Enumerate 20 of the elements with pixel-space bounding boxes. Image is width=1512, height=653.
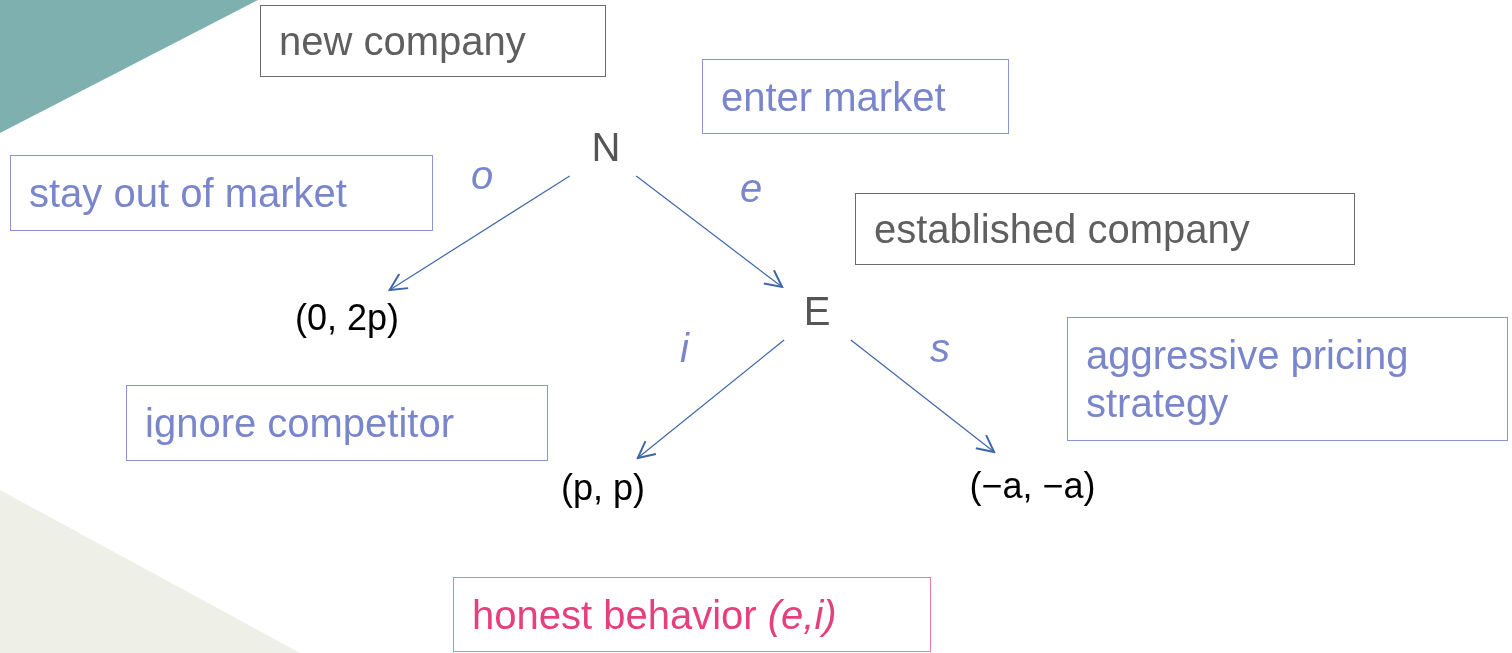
label-box: aggressive pricing strategy — [1067, 317, 1508, 441]
label-box: new company — [260, 5, 606, 77]
label-box: enter market — [702, 59, 1009, 134]
payoff-label: (p, p) — [561, 465, 645, 509]
arrow — [636, 339, 785, 459]
node-label: E — [803, 288, 831, 335]
arrow — [388, 175, 571, 291]
arrow — [850, 339, 996, 453]
edge-label: o — [471, 155, 494, 195]
payoff-label: (0, 2p) — [294, 295, 399, 339]
edge-label: s — [930, 328, 950, 368]
arrow — [635, 175, 784, 288]
edge-label: i — [680, 328, 689, 368]
label-box: ignore competitor — [126, 385, 548, 461]
label-box: honest behavior (e,i) — [453, 577, 931, 652]
node-label: N — [591, 124, 621, 171]
payoff-label: (−a, −a) — [969, 463, 1096, 507]
label-box: stay out of market — [10, 155, 433, 231]
edge-label: e — [740, 168, 763, 208]
label-box: established company — [855, 193, 1355, 265]
